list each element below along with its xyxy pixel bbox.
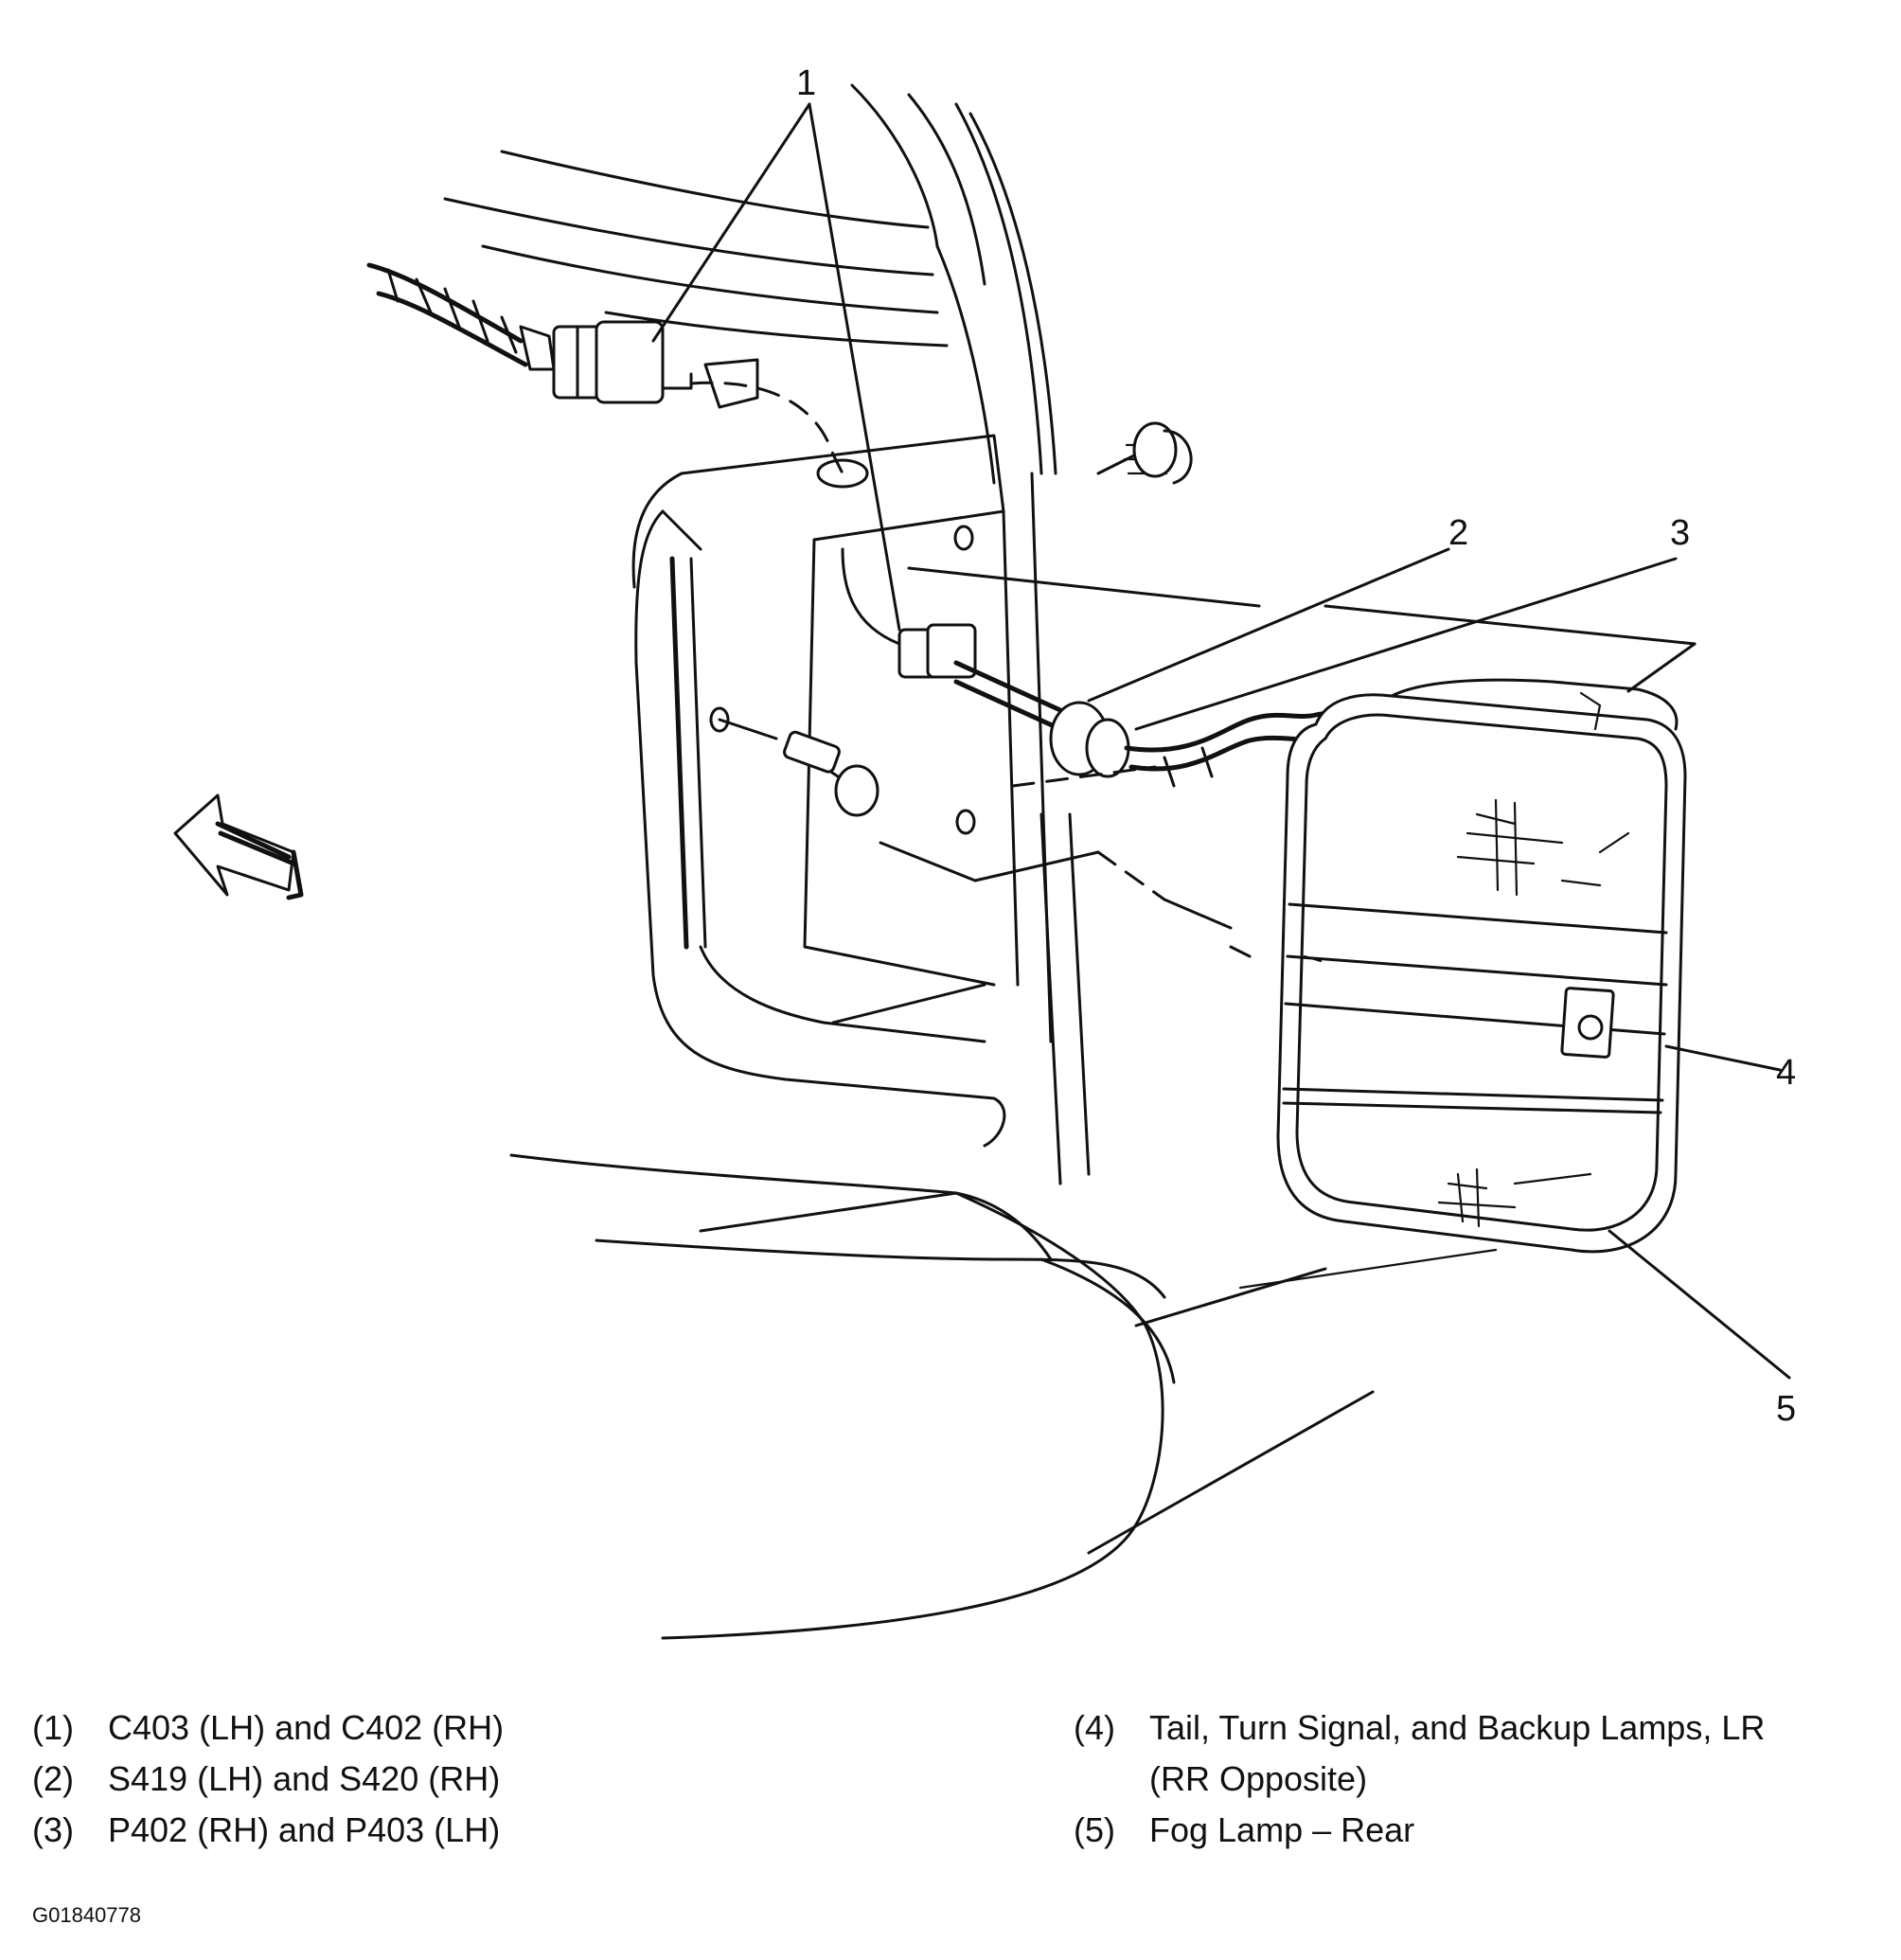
legend-text: S419 (LH) and S420 (RH)	[108, 1759, 501, 1798]
tail-lamp-assembly	[1276, 678, 1687, 1254]
legend-right: (4) Tail, Turn Signal, and Backup Lamps,…	[1074, 1702, 1765, 1856]
forward-arrow-icon	[173, 793, 304, 900]
callout-2: 2	[1448, 513, 1468, 553]
legend-text: Tail, Turn Signal, and Backup Lamps, LR	[1149, 1708, 1766, 1747]
legend-number: (4)	[1074, 1708, 1115, 1747]
legend-text: C403 (LH) and C402 (RH)	[108, 1708, 505, 1747]
legend-number: (1)	[32, 1708, 74, 1747]
mounting-lines	[879, 566, 1697, 1015]
legend-number: (2)	[32, 1759, 74, 1798]
fasteners	[718, 421, 1193, 817]
callout-5: 5	[1776, 1389, 1796, 1429]
harness-lamp-feed	[841, 547, 1366, 788]
legend-number: (5)	[1074, 1810, 1115, 1849]
legend-continuation: (RR Opposite)	[1149, 1759, 1368, 1798]
figure-id: G01840778	[32, 1903, 141, 1927]
legend-item: (4) Tail, Turn Signal, and Backup Lamps,…	[1074, 1702, 1765, 1754]
legend-text: Fog Lamp – Rear	[1149, 1810, 1415, 1849]
legend-text: P402 (RH) and P403 (LH)	[108, 1810, 501, 1849]
lamp-pocket	[631, 434, 1091, 1185]
callout-3: 3	[1670, 513, 1690, 553]
legend-number: (3)	[32, 1810, 74, 1849]
legend-item: (5) Fog Lamp – Rear	[1074, 1805, 1765, 1856]
legend-item: (2) S419 (LH) and S420 (RH)	[32, 1754, 504, 1805]
tail-lamp-exploded-diagram: 1 2 3 4 5	[173, 63, 1796, 1640]
legend-item: (1) C403 (LH) and C402 (RH)	[32, 1702, 504, 1754]
body-upper-panel	[443, 83, 1057, 485]
rear-bumper	[509, 1153, 1498, 1640]
callout-leaders	[651, 102, 1791, 1380]
harness-connector-c403	[366, 262, 844, 475]
callout-4: 4	[1776, 1053, 1796, 1093]
callout-1: 1	[796, 63, 816, 103]
legend-left: (1) C403 (LH) and C402 (RH) (2) S419 (LH…	[32, 1702, 504, 1856]
legend-item: (3) P402 (RH) and P403 (LH)	[32, 1805, 504, 1856]
